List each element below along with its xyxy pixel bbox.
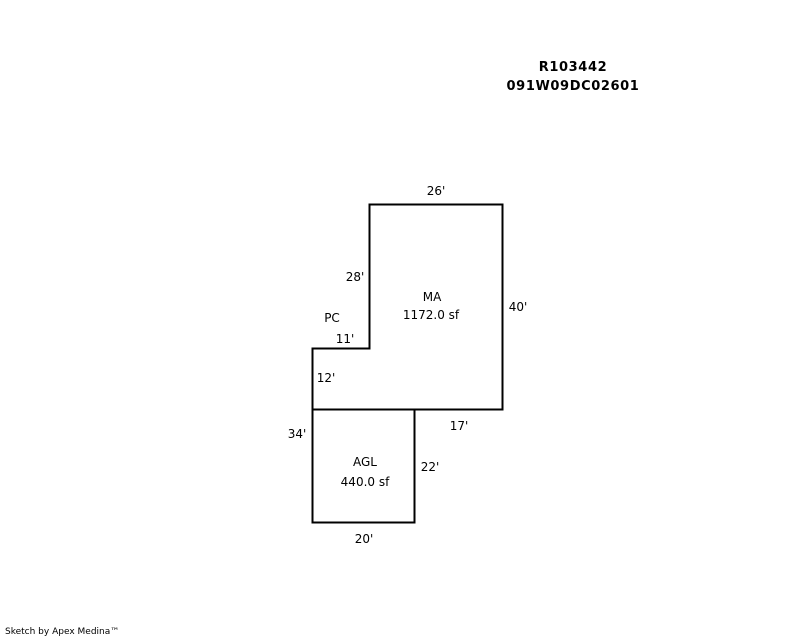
dim-agl-right: 22' <box>421 460 440 474</box>
dim-ma-top: 26' <box>427 184 446 198</box>
pc-label: PC <box>324 311 340 325</box>
dim-ma-left-upper: 28' <box>346 270 365 284</box>
agl-area-size: 440.0 sf <box>341 475 390 489</box>
dim-ma-right: 40' <box>509 300 528 314</box>
dim-ma-bottom: 17' <box>450 419 469 433</box>
dim-agl-left: 34' <box>288 427 307 441</box>
agl-area-code: AGL <box>353 455 377 469</box>
dim-ma-step: 11' <box>336 332 355 346</box>
map-number: 091W09DC02601 <box>506 79 640 94</box>
sketch-credit: Sketch by Apex Medina™ <box>5 627 120 637</box>
ma-area-outline <box>311 203 504 411</box>
ma-area-size: 1172.0 sf <box>403 308 460 322</box>
agl-area-outline <box>311 408 416 524</box>
parcel-id: R103442 <box>538 60 608 75</box>
ma-area-code: MA <box>423 290 442 304</box>
dim-ma-left-lower: 12' <box>317 371 336 385</box>
dim-agl-bottom: 20' <box>355 532 374 546</box>
